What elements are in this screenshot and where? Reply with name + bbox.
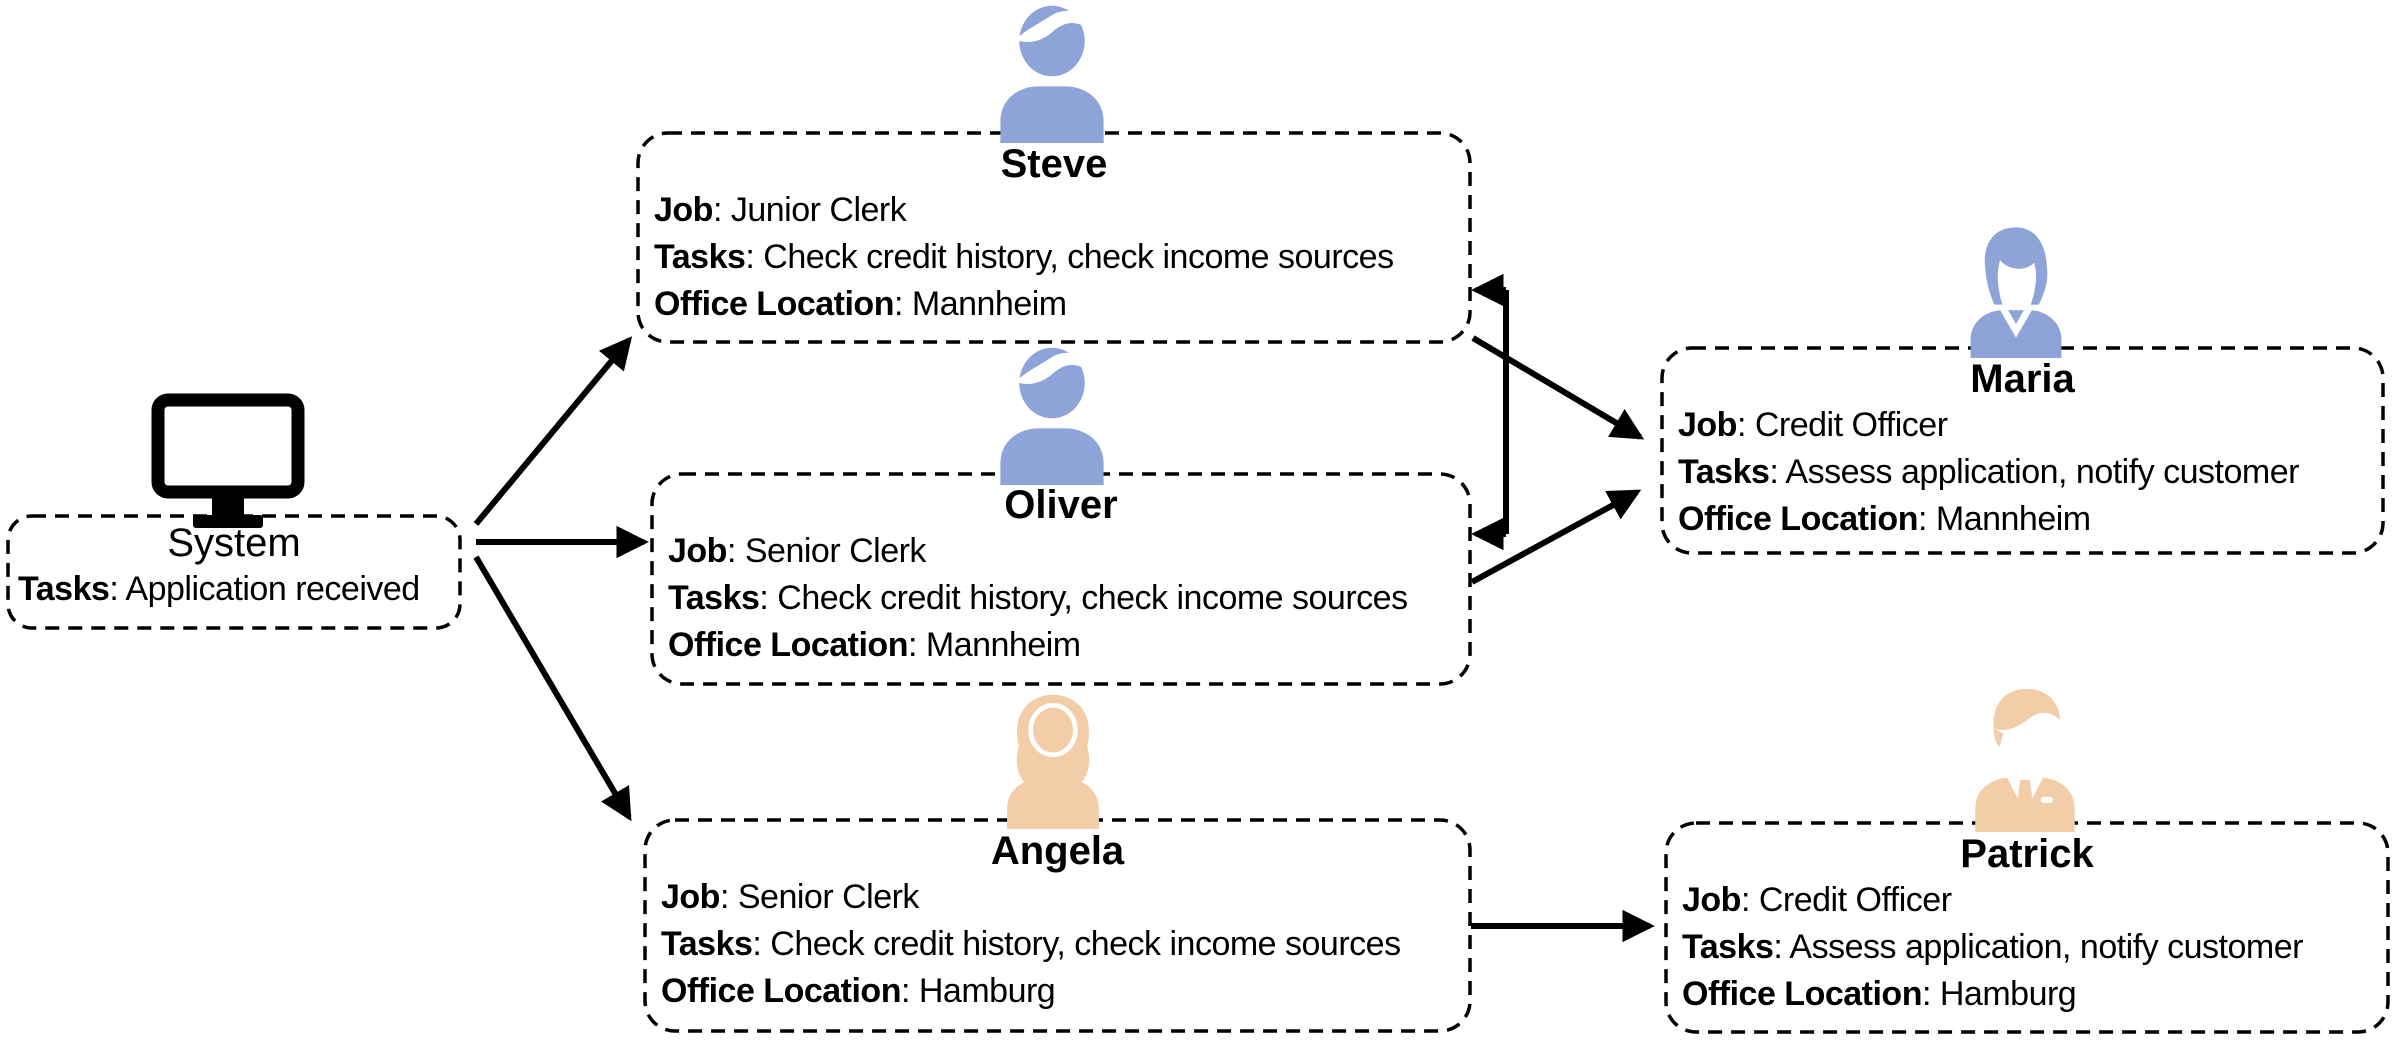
edge-system-to-angela [473, 555, 632, 822]
steve-title: Steve [1000, 142, 1108, 186]
field-label: Tasks [18, 570, 110, 608]
field-label: Office Location [668, 626, 908, 664]
tasks-row: Tasks: Check credit history, check incom… [652, 575, 1470, 622]
separator: : [1769, 453, 1786, 491]
oliver-title: Oliver [1004, 483, 1118, 527]
field-value: Credit Officer [1754, 406, 1948, 444]
field-value: Senior Clerk [737, 878, 920, 916]
businesswoman-icon [1970, 227, 2062, 358]
job-row: Job: Junior Clerk [638, 187, 1470, 234]
separator: : [1921, 975, 1940, 1013]
tasks-row: Tasks: Check credit history, check incom… [638, 234, 1470, 281]
separator: : [759, 579, 778, 617]
system-card-border [6, 514, 462, 630]
field-value: Check credit history, check income sourc… [770, 925, 1401, 963]
office-location-row: Office Location: Mannheim [1662, 496, 2383, 543]
field-label: Office Location [654, 285, 894, 323]
edge-oliver-to-maria [1470, 489, 1642, 585]
steve-card-border [636, 131, 1472, 344]
separator: : [1736, 406, 1755, 444]
angela-card: Angela Job: Senior Clerk Tasks: Check cr… [645, 820, 1470, 1031]
separator: : [1773, 928, 1790, 966]
patrick-title: Patrick [1960, 832, 2094, 876]
field-value: Check credit history, check income sourc… [777, 579, 1408, 617]
separator: : [1740, 881, 1759, 919]
field-label: Job [661, 878, 720, 916]
field-label: Office Location [1682, 975, 1922, 1013]
separator: : [752, 925, 771, 963]
female-person-icon [1007, 694, 1099, 829]
edge-steve-to-maria [1471, 335, 1645, 440]
tasks-row: Tasks: Assess application, notify custom… [1662, 449, 2383, 496]
male-person-icon [1000, 347, 1104, 485]
field-value: Senior Clerk [744, 532, 927, 570]
separator: : [900, 972, 919, 1010]
steve-card: Steve Job: Junior Clerk Tasks: Check cre… [638, 133, 1470, 342]
separator: : [1917, 500, 1936, 538]
field-value: Mannheim [1935, 500, 2091, 538]
separator: : [726, 532, 745, 570]
maria-card: Maria Job: Credit Officer Tasks: Assess … [1662, 348, 2383, 553]
system-tasks-row: Tasks: Application received [8, 566, 460, 613]
edge-system-to-steve [473, 336, 633, 526]
angela-card-border [643, 818, 1472, 1033]
separator: : [893, 285, 912, 323]
job-row: Job: Credit Officer [1662, 402, 2383, 449]
field-label: Office Location [661, 972, 901, 1010]
field-label: Tasks [654, 238, 746, 276]
separator: : [907, 626, 926, 664]
office-location-row: Office Location: Hamburg [645, 968, 1470, 1015]
field-value: Mannheim [925, 626, 1081, 664]
system-title: System [167, 521, 301, 565]
angela-title: Angela [990, 829, 1125, 873]
separator: : [719, 878, 738, 916]
field-label: Job [1682, 881, 1741, 919]
tasks-row: Tasks: Assess application, notify custom… [1666, 924, 2388, 971]
field-label: Tasks [1678, 453, 1770, 491]
patrick-card: Patrick Job: Credit Officer Tasks: Asses… [1666, 823, 2388, 1032]
field-value: Junior Clerk [730, 191, 907, 229]
maria-title: Maria [1970, 357, 2075, 401]
oliver-card: Oliver Job: Senior Clerk Tasks: Check cr… [652, 474, 1470, 684]
field-label: Job [1678, 406, 1737, 444]
field-label: Tasks [1682, 928, 1774, 966]
tasks-row: Tasks: Check credit history, check incom… [645, 921, 1470, 968]
field-value: Mannheim [911, 285, 1067, 323]
field-value: Assess application, notify customer [1789, 928, 2303, 966]
separator: : [712, 191, 731, 229]
businessman-icon [1975, 688, 2075, 832]
field-value: Check credit history, check income sourc… [763, 238, 1394, 276]
office-location-row: Office Location: Mannheim [638, 281, 1470, 328]
field-label: Job [654, 191, 713, 229]
office-location-row: Office Location: Mannheim [652, 622, 1470, 669]
desktop-computer-icon [151, 393, 305, 528]
field-value: Hamburg [1939, 975, 2077, 1013]
separator: : [745, 238, 764, 276]
field-value: Credit Officer [1758, 881, 1952, 919]
job-row: Job: Credit Officer [1666, 877, 2388, 924]
field-label: Office Location [1678, 500, 1918, 538]
field-value: Assess application, notify customer [1785, 453, 2299, 491]
field-label: Tasks [668, 579, 760, 617]
field-label: Tasks [661, 925, 753, 963]
office-location-row: Office Location: Hamburg [1666, 971, 2388, 1018]
male-person-icon [1000, 5, 1104, 143]
job-row: Job: Senior Clerk [645, 874, 1470, 921]
job-row: Job: Senior Clerk [652, 528, 1470, 575]
field-label: Job [668, 532, 727, 570]
system-card: System Tasks: Application received [8, 516, 460, 628]
field-value: Application received [125, 570, 420, 608]
field-value: Hamburg [918, 972, 1056, 1010]
separator: : [109, 570, 126, 608]
